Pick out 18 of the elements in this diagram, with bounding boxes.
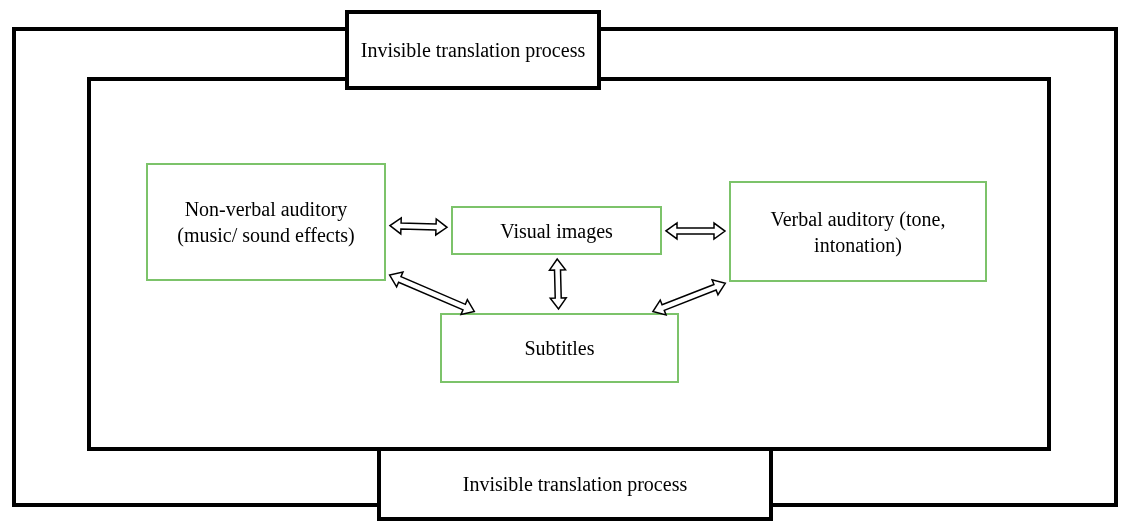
frame-box: [87, 77, 1051, 451]
double-arrow: [664, 221, 727, 241]
process-box: [451, 206, 662, 255]
process-box: [729, 181, 987, 282]
process-box: [440, 313, 679, 383]
box-label: Subtitles: [524, 336, 595, 361]
box-label: Verbal auditory (tone, intonation): [769, 206, 947, 258]
box-label: Invisible translation process: [360, 38, 586, 62]
double-arrow: [388, 216, 449, 237]
box-label: Visual images: [500, 218, 613, 244]
double-arrow: [548, 257, 568, 311]
box-label: Invisible translation process: [462, 472, 688, 496]
process-box: [146, 163, 386, 281]
double-arrow: [388, 271, 476, 316]
frame-box: [12, 27, 1118, 507]
header-box: [345, 10, 601, 90]
box-label: Non-verbal auditory (music/ sound effects): [176, 197, 356, 248]
double-arrow: [651, 278, 727, 317]
